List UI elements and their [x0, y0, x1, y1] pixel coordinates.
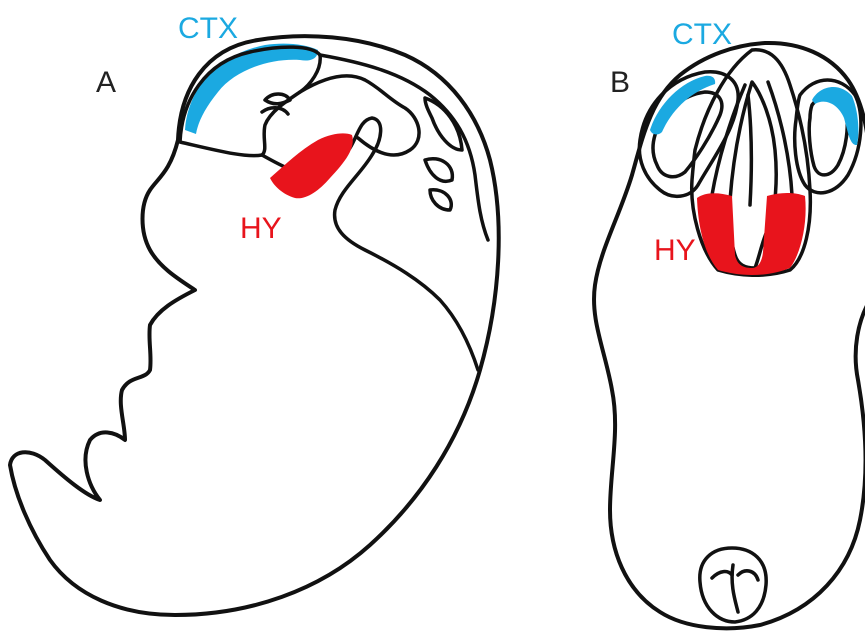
- panel-b-cortex-label: CTX: [672, 18, 732, 51]
- panel-b-letter: B: [610, 66, 630, 99]
- panel-b-hypothalamus-label: HY: [654, 234, 696, 267]
- panel-b: B CTX HY: [594, 18, 865, 628]
- panel-a-letter: A: [96, 66, 116, 99]
- panel-a: A CTX HY: [10, 12, 499, 615]
- panel-a-cortex-label: CTX: [178, 12, 238, 45]
- panel-a-hypothalamus-label: HY: [240, 212, 282, 245]
- panel-a-embryo-outline: [10, 36, 499, 615]
